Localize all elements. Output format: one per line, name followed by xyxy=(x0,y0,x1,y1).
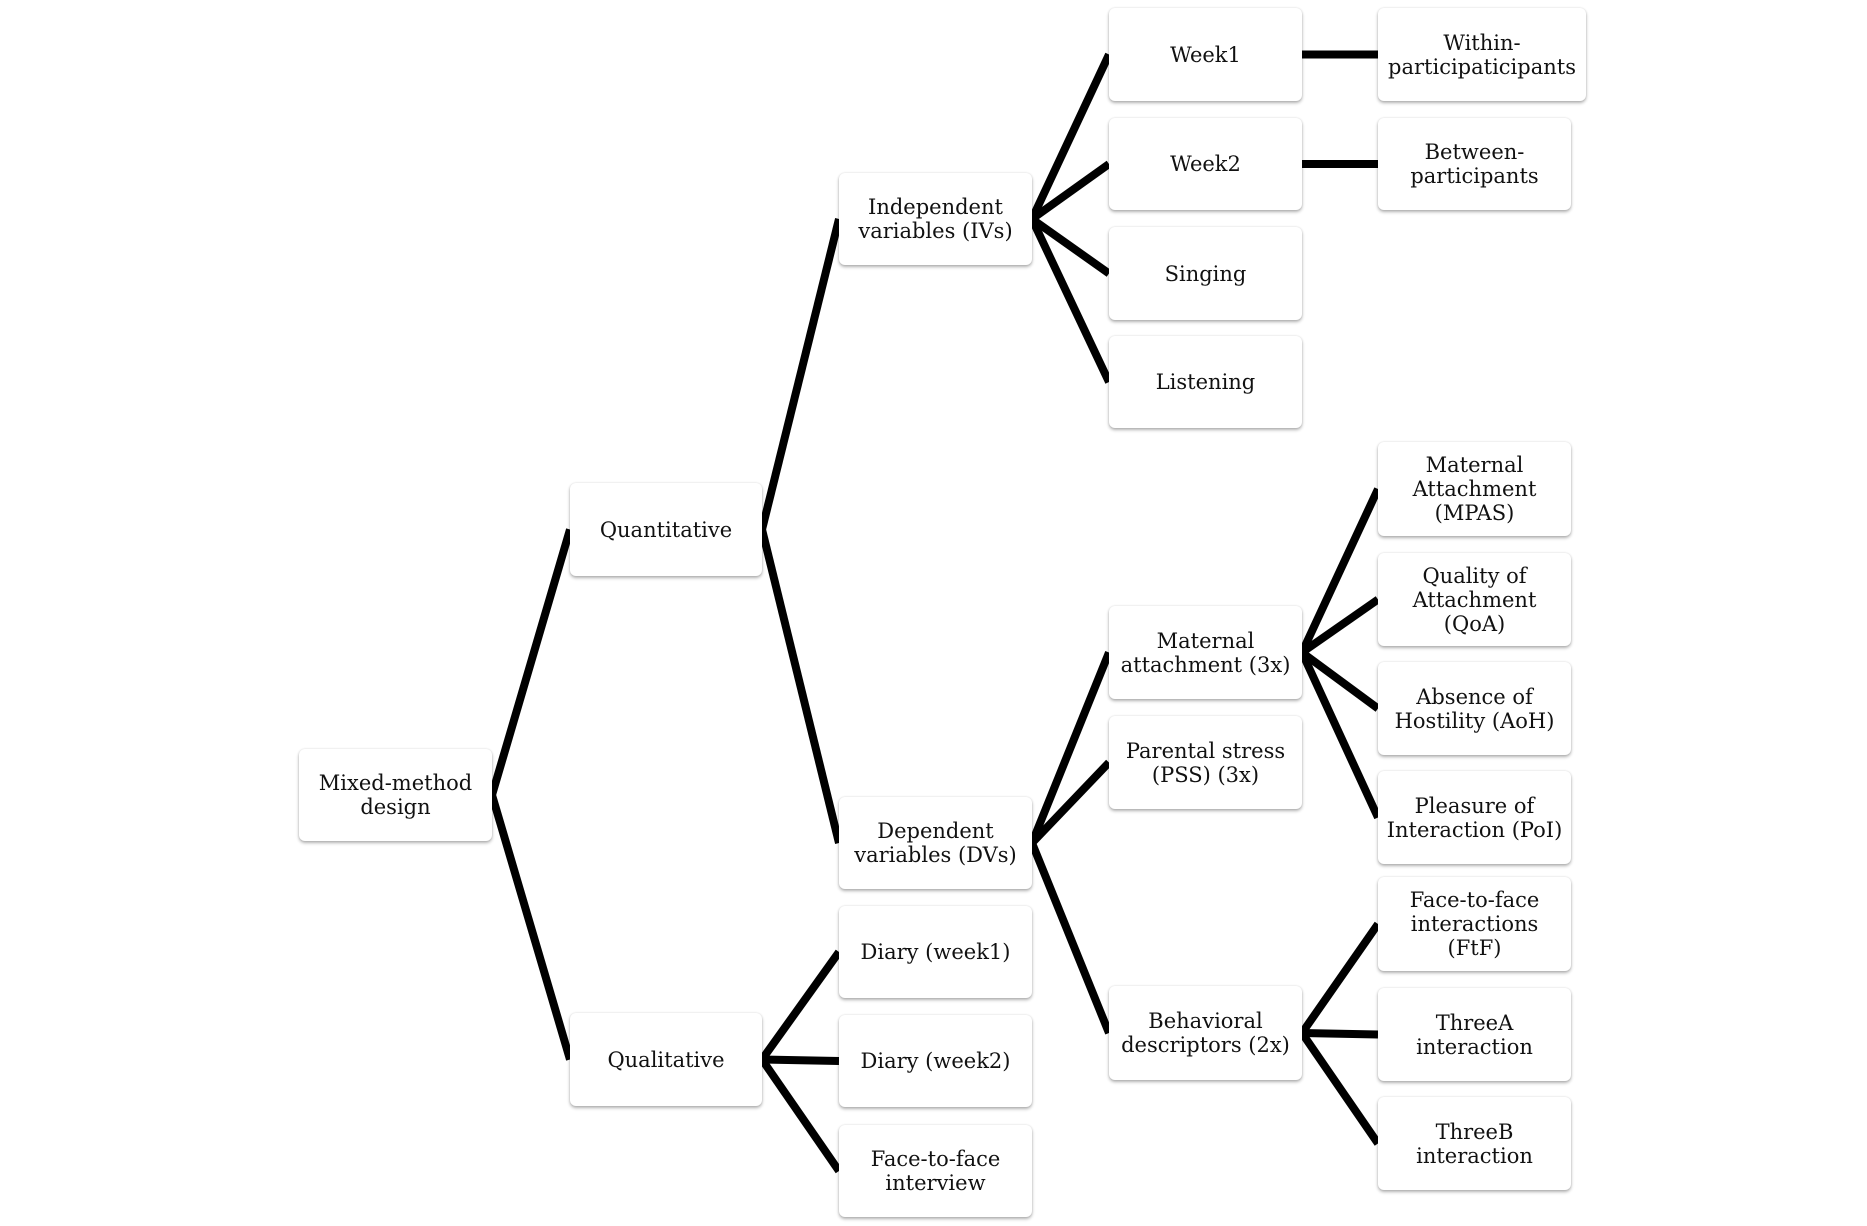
connector-quant-dv xyxy=(758,528,843,844)
node-label-line: Quality of xyxy=(1422,563,1527,588)
node-label-line: Attachment xyxy=(1412,477,1537,501)
node-label-line: variables (IVs) xyxy=(858,219,1013,243)
node-label-line: Within- xyxy=(1443,30,1521,55)
node-label-line: Diary (week1) xyxy=(860,940,1011,964)
node-singing: Singing xyxy=(1109,227,1302,320)
connector-iv-list xyxy=(1028,217,1113,384)
node-label-line: Qualitative xyxy=(607,1047,725,1072)
node-label-line: Face-to-face xyxy=(1409,888,1540,912)
connector-quant-iv xyxy=(758,218,843,531)
node-label-line: participaticipants xyxy=(1388,54,1576,79)
connector-iv-w1 xyxy=(1028,52,1113,221)
node-label-line: Interaction (PoI) xyxy=(1386,817,1563,842)
node-label-line: Hostility (AoH) xyxy=(1394,708,1555,733)
node-label-line: interaction xyxy=(1416,1143,1533,1168)
connector-dv-bd xyxy=(1028,841,1113,1035)
node-label-line: interactions (FtF) xyxy=(1410,912,1539,960)
node-label-line: ThreeA xyxy=(1435,1010,1514,1035)
connector-qual-d2 xyxy=(761,1055,840,1065)
connector-root-qual xyxy=(488,793,574,1061)
node-label-line: Face-to-face xyxy=(870,1147,1001,1171)
connector-bd-ftf xyxy=(1298,921,1382,1036)
node-label-line: Absence of xyxy=(1416,684,1533,709)
node-label-line: Week2 xyxy=(1170,152,1241,176)
connector-bd-threeb xyxy=(1298,1030,1382,1146)
connector-ma-qoa xyxy=(1299,596,1381,656)
connector-qual-d1 xyxy=(758,949,843,1062)
node-quantitative: Quantitative xyxy=(570,483,762,576)
node-label-line: (PSS) (3x) xyxy=(1151,762,1260,787)
node-label-line: Behavioral xyxy=(1148,1009,1263,1033)
node-label-line: attachment (3x) xyxy=(1120,652,1291,677)
node-label-line: Week1 xyxy=(1170,42,1241,67)
node-label-line: design xyxy=(360,795,431,819)
node-label-line: Independent xyxy=(868,195,1003,219)
connector-dv-ma xyxy=(1028,651,1113,845)
node-between-participants: Between-participants xyxy=(1378,118,1571,210)
node-label-line: Diary (week2) xyxy=(860,1049,1011,1073)
node-label-line: interaction xyxy=(1416,1034,1533,1059)
node-label-line: Maternal xyxy=(1156,628,1255,653)
node-label-line: Mixed-method xyxy=(318,771,473,795)
node-week2: Week2 xyxy=(1109,118,1302,210)
node-label-line: Listening xyxy=(1155,370,1256,394)
connector-iv-w2 xyxy=(1029,160,1112,223)
node-parental-stress: Parental stress(PSS) (3x) xyxy=(1109,716,1302,809)
node-label-line: ThreeB xyxy=(1435,1119,1514,1144)
connector-ma-mpas xyxy=(1298,487,1382,655)
connector-root-quant xyxy=(488,528,574,797)
node-diary-week2: Diary (week2) xyxy=(839,1015,1032,1107)
node-within-participants: Within-participaticipants xyxy=(1378,8,1586,101)
node-diary-week1: Diary (week1) xyxy=(839,906,1032,998)
node-label-line: Singing xyxy=(1164,261,1247,286)
node-qualitative: Qualitative xyxy=(570,1013,762,1106)
connector-ma-aoh xyxy=(1299,649,1381,712)
connector-ma-poi xyxy=(1298,650,1382,820)
node-label-line: Dependent xyxy=(877,819,994,843)
node-label-line: Between- xyxy=(1424,140,1525,164)
connector-qual-ftfi xyxy=(758,1057,843,1174)
node-label-line: Quantitative xyxy=(599,517,733,542)
node-label-line: Attachment (QoA) xyxy=(1412,587,1537,636)
node-label-line: (MPAS) xyxy=(1434,501,1515,525)
node-label-line: Parental stress xyxy=(1125,738,1286,763)
node-label-line: Pleasure of xyxy=(1414,793,1535,818)
node-week1: Week1 xyxy=(1109,8,1302,101)
connector-dv-ps xyxy=(1029,759,1112,846)
node-label-line: descriptors (2x) xyxy=(1121,1033,1290,1057)
node-label-line: interview xyxy=(885,1171,986,1195)
node-label-line: variables (DVs) xyxy=(854,843,1017,867)
node-label-line: participants xyxy=(1410,164,1539,188)
node-listening: Listening xyxy=(1109,336,1302,428)
connector-iv-sing xyxy=(1029,215,1112,277)
connector-bd-threea xyxy=(1301,1029,1379,1039)
node-label-line: Maternal xyxy=(1425,453,1524,477)
